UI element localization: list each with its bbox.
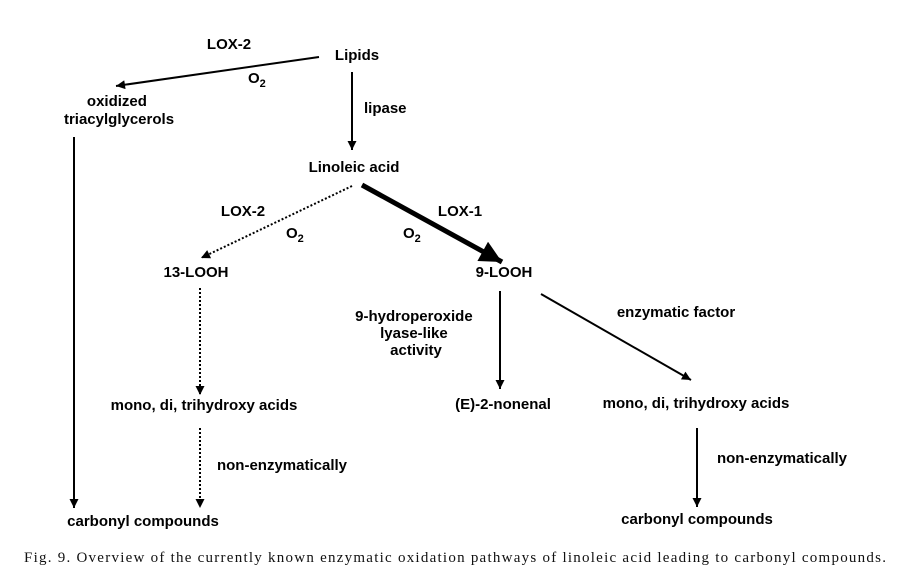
- label-enzymatic-factor: enzymatic factor: [617, 304, 736, 321]
- label-lipase: lipase: [364, 100, 407, 117]
- label-o2-top: O2: [248, 70, 266, 90]
- node-carbonyl-compounds-right: carbonyl compounds: [621, 511, 773, 528]
- label-lox2-mid: LOX-2: [221, 203, 265, 220]
- node-nonenal: (E)-2-nonenal: [455, 396, 551, 413]
- arrow-9-looh-to-hydroxy-acids-right: [540, 293, 692, 381]
- o2-mid-base: O: [286, 225, 298, 242]
- node-linoleic-acid: Linoleic acid: [309, 159, 400, 176]
- o2-top-subscript: 2: [260, 78, 266, 90]
- o2-mid-subscript: 2: [298, 233, 304, 245]
- hydroperoxide-lyase-line-3: activity: [390, 342, 442, 359]
- node-9-looh: 9-LOOH: [476, 264, 533, 281]
- node-hydroxy-acids-right: mono, di, trihydroxy acids: [603, 395, 790, 412]
- label-non-enzymatically-right: non-enzymatically: [717, 450, 848, 467]
- oxidized-triacylglycerols-line-2: triacylglycerols: [64, 111, 174, 128]
- arrow-lipids-to-oxidized-triacylglycerols: [115, 56, 320, 90]
- o2-top-base: O: [248, 70, 260, 87]
- node-oxidized-triacylglycerols: oxidized triacylglycerols: [64, 93, 174, 128]
- hydroperoxide-lyase-line-2: lyase-like: [380, 325, 448, 342]
- figure-caption: Fig. 9. Overview of the currently known …: [24, 550, 886, 566]
- arrow-linoleic-acid-to-9-looh: [360, 182, 504, 265]
- label-o2-mid: O2: [286, 225, 304, 245]
- label-non-enzymatically-left: non-enzymatically: [217, 457, 348, 474]
- o2-right-subscript: 2: [415, 233, 421, 245]
- hydroperoxide-lyase-line-1: 9-hydroperoxide: [355, 308, 473, 325]
- label-o2-right: O2: [403, 225, 421, 245]
- node-13-looh: 13-LOOH: [163, 264, 228, 281]
- node-lipids: Lipids: [335, 47, 379, 64]
- o2-right-base: O: [403, 225, 415, 242]
- oxidized-triacylglycerols-line-1: oxidized: [87, 93, 147, 110]
- arrow-linoleic-acid-to-13-looh: [200, 185, 353, 259]
- label-hydroperoxide-lyase: 9-hydroperoxide lyase-like activity: [355, 308, 477, 359]
- label-lox2-top: LOX-2: [207, 36, 251, 53]
- node-carbonyl-compounds-left: carbonyl compounds: [67, 513, 219, 530]
- label-lox1: LOX-1: [438, 203, 482, 220]
- node-hydroxy-acids-left: mono, di, trihydroxy acids: [111, 397, 298, 414]
